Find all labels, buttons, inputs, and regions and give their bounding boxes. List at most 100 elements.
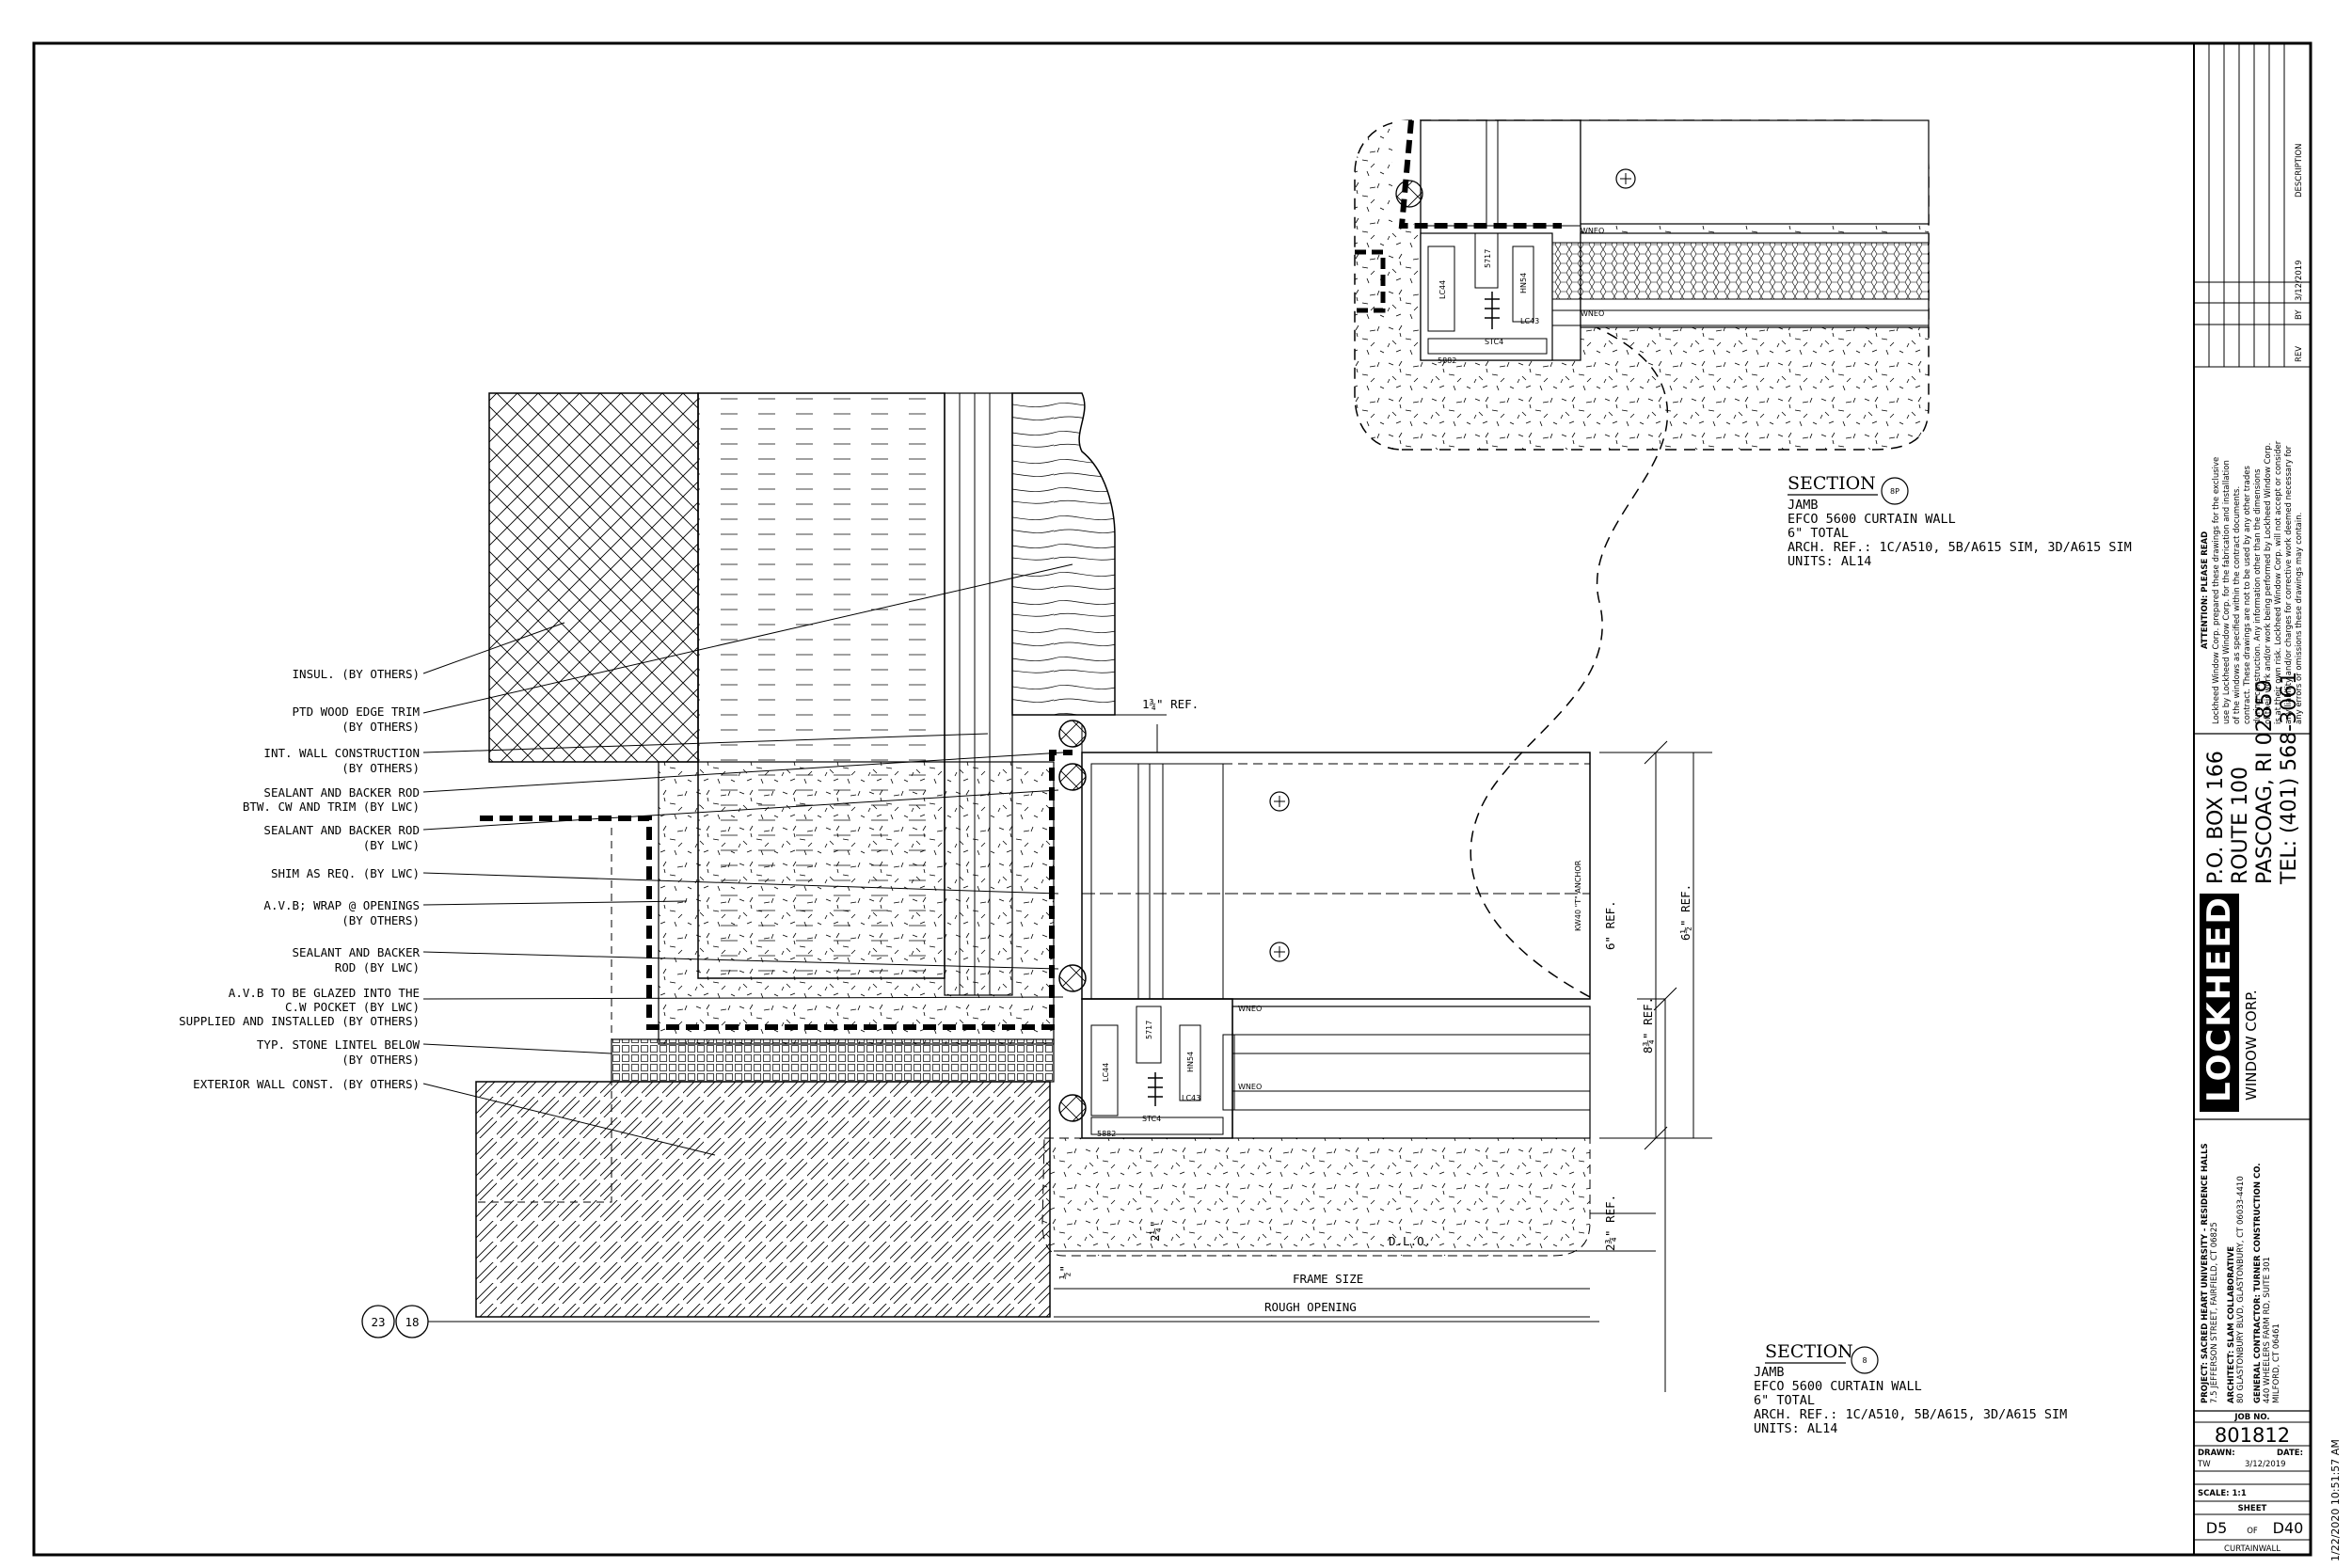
detail-break-line xyxy=(1467,262,1668,998)
dim-rough-opening: ROUGH OPENING xyxy=(1264,1300,1357,1314)
attention-line-2: use by Lockheed Window Corp. for the fab… xyxy=(2222,460,2232,724)
part-lc43: LC43 xyxy=(1182,1094,1200,1102)
section-bottom-line3: 6" TOTAL xyxy=(1754,1393,1815,1408)
grid-bubble-b-text: 18 xyxy=(405,1315,419,1329)
speckle-fill-right xyxy=(1041,1137,1591,1257)
part-stc4: STC4 xyxy=(1142,1115,1161,1123)
part-lc44: LC44 xyxy=(1102,1063,1110,1082)
project-line-1: PROJECT: SACRED HEART UNIVERSITY - RESID… xyxy=(2201,1143,2210,1403)
dim-dlo: D.L.O. xyxy=(1389,1234,1431,1248)
part-wneo-bottom: WNEO xyxy=(1238,1083,1262,1091)
address-line-2: ROUTE 100 xyxy=(2229,767,2252,884)
section-bottom-line1: JAMB xyxy=(1754,1365,1785,1380)
project-line-6: 440 WHEELERS FARM RD, SUITE 301 xyxy=(2263,1257,2272,1403)
avb-membrane xyxy=(480,750,1073,1030)
inset-avb-membrane xyxy=(1398,119,1562,229)
attention-line-5: during construction. Any information oth… xyxy=(2253,468,2263,724)
section-bottom-bubble xyxy=(1851,1346,1879,1374)
backer-rod-mid xyxy=(1058,763,1087,791)
section-top-number: 8P xyxy=(1890,487,1899,496)
attention-title: ATTENTION: PLEASE READ xyxy=(2201,531,2210,649)
sheet-label: SHEET xyxy=(2238,1504,2267,1513)
inset-part-wneo-bottom: WNEO xyxy=(1581,309,1604,318)
section-top-line5: UNITS: AL14 xyxy=(1788,554,1871,569)
project-line-4: 80 GLASTONBURY BLVD, GLASTONBURY, CT 060… xyxy=(2236,1176,2246,1403)
insulated-glass-unit xyxy=(1232,1006,1591,1139)
attention-line-6: of their work and/or work being performe… xyxy=(2264,443,2273,724)
section-bottom-line4: ARCH. REF.: 1C/A510, 5B/A615, 3D/A615 SI… xyxy=(1754,1407,2067,1422)
sheet-total: D40 xyxy=(2273,1519,2304,1537)
section-bottom-line2: EFCO 5600 CURTAIN WALL xyxy=(1754,1379,1922,1394)
project-line-2: 7.5 JEFFERSON STREET, FAIRFIELD, CT 0682… xyxy=(2210,1222,2219,1403)
label-avb1-line2: (BY OTHERS) xyxy=(342,913,420,927)
anchor-label: KW40 "T" ANCHOR xyxy=(1574,860,1582,931)
dim-6-ref: 6" REF. xyxy=(1603,900,1617,950)
label-trim-line2: (BY OTHERS) xyxy=(342,720,420,734)
inset-part-5882: 5882 xyxy=(1438,356,1456,365)
print-timestamp: 1/22/2020 10:51:57 AM xyxy=(2329,1439,2342,1561)
label-exterior-wall: EXTERIOR WALL CONST. (BY OTHERS) xyxy=(193,1077,420,1091)
label-avb1-line1: A.V.B; WRAP @ OPENINGS xyxy=(263,898,420,912)
lockheed-logo-text: LOCKHEED xyxy=(2201,895,2238,1102)
callout-labels: INSUL. (BY OTHERS) PTD WOOD EDGE TRIM (B… xyxy=(179,667,420,1091)
label-avb2-line3: SUPPLIED AND INSTALLED (BY OTHERS) xyxy=(179,1014,420,1028)
address-line-1: P.O. BOX 166 xyxy=(2204,751,2228,884)
inset-part-lc44: LC44 xyxy=(1438,280,1447,299)
dim-6half-ref: 6½" REF. xyxy=(1678,884,1692,941)
interior-wall xyxy=(697,392,946,979)
address-line-3: PASCOAG, RI 02859 xyxy=(2253,679,2277,884)
dim-2-1-4: 2¼" xyxy=(1148,1220,1162,1242)
fastener-top xyxy=(1269,791,1290,812)
inset-part-stc4: STC4 xyxy=(1485,338,1503,346)
rev-rev-header: REV xyxy=(2295,346,2304,362)
grid-bubbles: 23 18 xyxy=(361,1305,1599,1338)
section-label-bottom: SECTION 8 JAMB EFCO 5600 CURTAIN WALL 6"… xyxy=(1754,1341,2067,1436)
label-lintel-line1: TYP. STONE LINTEL BELOW xyxy=(257,1037,421,1052)
label-intwall-line2: (BY OTHERS) xyxy=(342,761,420,775)
lockheed-logo xyxy=(2200,894,2239,1112)
label-sealant3-line1: SEALANT AND BACKER xyxy=(293,945,421,959)
part-5882: 5882 xyxy=(1097,1130,1116,1138)
wood-edge-trim xyxy=(1011,392,1116,716)
dim-frame-size: FRAME SIZE xyxy=(1293,1272,1363,1286)
stone-lintel-band xyxy=(611,1038,1055,1083)
part-labels-main: LC44 5717 HN54 WNEO WNEO LC43 STC4 5882 xyxy=(1097,1005,1262,1138)
attention-line-7: is at their own risk. Lockheed Window Co… xyxy=(2274,440,2283,724)
inset-part-wneo-top: WNEO xyxy=(1581,227,1604,235)
section-top-line3: 6" TOTAL xyxy=(1788,526,1849,541)
project-line-7: MILFORD, CT 06461 xyxy=(2272,1323,2281,1403)
title-block: DESCRIPTION 3/12/2019 BY REV ATTENTION: … xyxy=(2194,43,2311,1554)
label-intwall-line1: INT. WALL CONSTRUCTION xyxy=(263,746,420,760)
label-shim: SHIM AS REQ. (BY LWC) xyxy=(271,866,420,880)
section-top-line4: ARCH. REF.: 1C/A510, 5B/A615 SIM, 3D/A61… xyxy=(1788,540,2132,555)
address-line-4: TEL: (401) 568-3061 xyxy=(2278,672,2301,885)
dim-2-3-4-ref: 2¾" REF. xyxy=(1603,1195,1617,1251)
job-no-label: JOB NO. xyxy=(2233,1413,2269,1422)
inset-part-hn54: HN54 xyxy=(1519,273,1528,293)
attention-line-9: any errors or omissions these drawings m… xyxy=(2295,513,2304,724)
label-sealant1-line2: BTW. CW AND TRIM (BY LWC) xyxy=(243,800,420,814)
rev-date-header: 3/12/2019 xyxy=(2295,260,2304,301)
leader-lines xyxy=(422,563,1073,1156)
date-label: DATE: xyxy=(2277,1449,2303,1458)
section-top-bubble xyxy=(1881,477,1909,505)
exterior-wall-region xyxy=(475,1081,1051,1318)
curtain-wall-frame xyxy=(1081,752,1591,1000)
date-value: 3/12/2019 xyxy=(2245,1460,2286,1469)
label-sealant3-line2: ROD (BY LWC) xyxy=(335,960,420,974)
part-wneo-top: WNEO xyxy=(1238,1005,1262,1013)
inset-part-lc43: LC43 xyxy=(1520,317,1539,325)
job-no-value: 801812 xyxy=(2215,1424,2290,1447)
dimension-texts: 1¾" REF. 6" REF. 6½" REF. 8¾" REF. 2¾" R… xyxy=(1057,697,1692,1314)
attention-line-3: of the windows as specified within the c… xyxy=(2233,486,2242,724)
sheet-category: CURTAINWALL xyxy=(2224,1544,2280,1554)
label-trim-line1: PTD WOOD EDGE TRIM xyxy=(293,705,420,719)
project-line-5: GENERAL CONTRACTOR: TURNER CONSTRUCTION … xyxy=(2253,1164,2263,1404)
backer-rod-top xyxy=(1058,720,1087,748)
section-label-top: SECTION 8P JAMB EFCO 5600 CURTAIN WALL 6… xyxy=(1788,473,2132,569)
section-top-line1: JAMB xyxy=(1788,498,1819,513)
label-avb2-line1: A.V.B TO BE GLAZED INTO THE xyxy=(229,986,420,1000)
part-5717: 5717 xyxy=(1145,1021,1153,1039)
label-sealant2-line1: SEALANT AND BACKER ROD xyxy=(263,823,420,837)
